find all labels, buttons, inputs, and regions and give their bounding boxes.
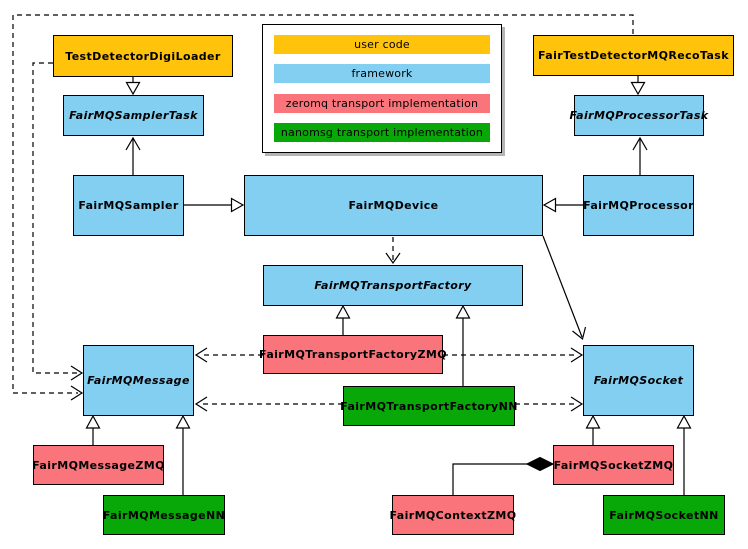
edge-fairmqdevice-to-fairmqtransportfactory xyxy=(385,237,401,265)
node-fairmqsampler: FairMQSampler xyxy=(73,175,184,236)
legend: user code framework zeromq transport imp… xyxy=(262,24,502,153)
node-fairmqmessagenn: FairMQMessageNN xyxy=(103,495,225,535)
edge-fairmqtransportfactorynn-extends-fairmqtransportfactory xyxy=(455,304,471,386)
node-testdetectordigiloader: TestDetectorDigiLoader xyxy=(53,35,233,77)
edge-fairmqcontextzmq-composition-fairmqsocketzmq xyxy=(452,456,555,495)
edge-fairtestdetectormqrecotask-to-fairmqmessage xyxy=(12,14,634,401)
edge-fairmqtransportfactorynn-to-fairmqsocket xyxy=(515,396,584,412)
edge-fairtestdetectormqrecotask-extends-fairmqprocessortask xyxy=(630,76,646,96)
edge-fairmqsocketzmq-extends-fairmqsocket xyxy=(585,414,601,445)
node-fairmqmessage: FairMQMessage xyxy=(83,345,194,416)
node-fairmqsocketnn: FairMQSocketNN xyxy=(603,495,725,535)
node-fairmqprocessortask: FairMQProcessorTask xyxy=(570,95,708,136)
edge-fairmqtransportfactorynn-to-fairmqmessage xyxy=(194,396,343,412)
node-fairmqtransportfactoryzmq: FairMQTransportFactoryZMQ xyxy=(259,335,447,374)
node-fairmqcontextzmq: FairMQContextZMQ xyxy=(390,495,516,535)
edge-fairmqtransportfactoryzmq-extends-fairmqtransportfactory xyxy=(335,304,351,335)
edge-fairmqprocessor-to-fairmqprocessortask xyxy=(632,136,648,175)
node-fairmqsocket: FairMQSocket xyxy=(583,345,694,416)
edge-fairmqtransportfactoryzmq-to-fairmqmessage xyxy=(194,347,263,363)
legend-item-zeromq: zeromq transport implementation xyxy=(274,93,490,113)
legend-item-framework: framework xyxy=(274,64,490,84)
node-fairmqdevice: FairMQDevice xyxy=(244,175,543,236)
edge-fairmqdevice-to-fairmqsocket xyxy=(542,235,587,341)
node-fairmqsocketzmq: FairMQSocketZMQ xyxy=(553,445,674,485)
node-fairmqsamplertask: FairMQSamplerTask xyxy=(63,95,204,136)
edge-fairmqsampler-to-fairmqsamplertask xyxy=(125,136,141,175)
edge-fairmqsocketnn-extends-fairmqsocket xyxy=(676,414,692,495)
legend-item-nanomsg: nanomsg transport implementation xyxy=(274,122,490,142)
node-fairmqtransportfactorynn: FairMQTransportFactoryNN xyxy=(340,386,517,426)
edge-fairmqmessagenn-extends-fairmqmessage xyxy=(175,414,191,495)
node-fairtestdetectormqrecotask: FairTestDetectorMQRecoTask xyxy=(533,35,734,76)
node-fairmqtransportfactory: FairMQTransportFactory xyxy=(263,265,523,306)
edge-fairmqprocessor-extends-fairmqdevice xyxy=(542,197,583,213)
edge-testdetectordigiloader-to-fairmqmessage xyxy=(32,62,84,381)
edge-fairmqmessagezmq-extends-fairmqmessage xyxy=(85,414,101,445)
node-fairmqprocessor: FairMQProcessor xyxy=(583,175,694,236)
node-fairmqmessagezmq: FairMQMessageZMQ xyxy=(32,445,164,485)
legend-item-user-code: user code xyxy=(274,35,490,54)
edge-fairmqtransportfactoryzmq-to-fairmqsocket xyxy=(443,347,584,363)
edge-fairmqsampler-extends-fairmqdevice xyxy=(184,197,245,213)
edge-testdetectordigiloader-extends-fairmqsamplertask xyxy=(125,77,141,96)
